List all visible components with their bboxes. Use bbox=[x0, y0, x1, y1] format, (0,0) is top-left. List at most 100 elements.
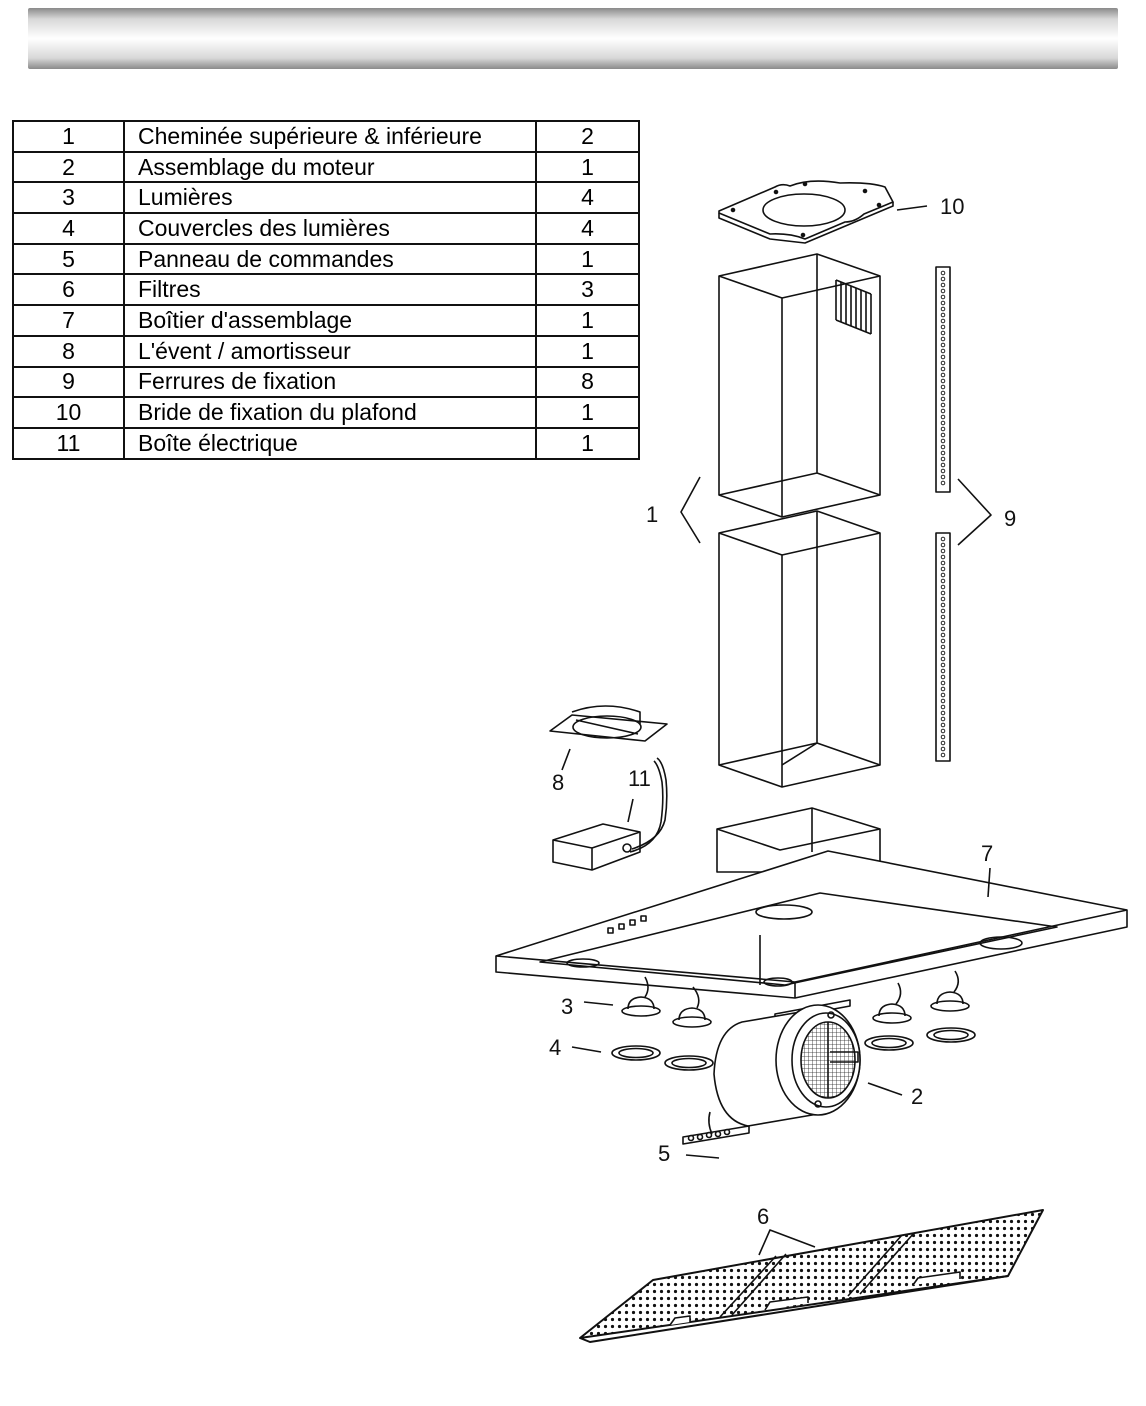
bracket-hole bbox=[940, 644, 946, 650]
part-number: 1 bbox=[12, 120, 125, 153]
bracket-hole bbox=[940, 602, 946, 608]
bracket-hole bbox=[940, 554, 946, 560]
callout-10: 10 bbox=[940, 194, 964, 219]
part-number: 5 bbox=[12, 242, 125, 276]
bracket-hole bbox=[940, 722, 946, 728]
part-number: 11 bbox=[12, 426, 125, 460]
callout-1: 1 bbox=[646, 502, 658, 527]
part-name: Boîte électrique bbox=[123, 426, 537, 460]
motor-assembly bbox=[713, 999, 861, 1127]
part-number: 8 bbox=[12, 334, 125, 368]
bracket-hole bbox=[940, 752, 946, 758]
callout-7: 7 bbox=[981, 841, 993, 866]
bracket-hole bbox=[940, 288, 946, 294]
part-number: 10 bbox=[12, 396, 125, 429]
bracket-hole bbox=[940, 468, 946, 474]
bracket-hole bbox=[940, 420, 946, 426]
bracket-hole bbox=[940, 360, 946, 366]
callout-labels: 10 1 9 8 11 7 3 4 2 5 6 bbox=[549, 194, 1016, 1229]
bracket-hole bbox=[940, 740, 946, 746]
bracket-hole bbox=[940, 438, 946, 444]
bracket-hole bbox=[940, 324, 946, 330]
bracket-hole bbox=[940, 432, 946, 438]
bracket-hole bbox=[940, 444, 946, 450]
bracket-hole bbox=[940, 626, 946, 632]
bracket-hole bbox=[940, 372, 946, 378]
bracket-hole bbox=[940, 662, 946, 668]
upper-chimney bbox=[718, 253, 881, 518]
part-name: Boîtier d'assemblage bbox=[123, 304, 537, 337]
part-number: 6 bbox=[12, 273, 125, 307]
lower-chimney bbox=[718, 510, 881, 788]
vent-damper bbox=[549, 705, 668, 742]
bracket-hole bbox=[940, 426, 946, 432]
light-fixtures bbox=[621, 970, 970, 1028]
bracket-hole bbox=[940, 396, 946, 402]
bracket-hole bbox=[940, 668, 946, 674]
bracket-hole bbox=[940, 282, 946, 288]
ceiling-flange bbox=[718, 180, 894, 244]
bracket-hole bbox=[940, 542, 946, 548]
bracket-hole bbox=[940, 674, 946, 680]
part-number: 4 bbox=[12, 212, 125, 245]
part-qty: 1 bbox=[535, 150, 640, 184]
bracket-hole bbox=[940, 294, 946, 300]
callout-11: 11 bbox=[628, 766, 651, 791]
callout-2: 2 bbox=[911, 1084, 923, 1109]
bracket-hole bbox=[940, 638, 946, 644]
bracket-hole bbox=[940, 704, 946, 710]
part-qty: 1 bbox=[535, 334, 640, 368]
bracket-hole bbox=[940, 548, 946, 554]
part-qty: 1 bbox=[535, 242, 640, 276]
bracket-hole bbox=[940, 698, 946, 704]
bracket-hole bbox=[940, 354, 946, 360]
bracket-hole bbox=[940, 566, 946, 572]
bracket-hole bbox=[940, 330, 946, 336]
bracket-hole bbox=[940, 590, 946, 596]
callout-5: 5 bbox=[658, 1141, 670, 1166]
part-number: 2 bbox=[12, 150, 125, 184]
leader-lines bbox=[561, 205, 992, 1256]
bracket-hole bbox=[940, 312, 946, 318]
bracket-hole bbox=[940, 734, 946, 740]
callout-4: 4 bbox=[549, 1035, 561, 1060]
part-qty: 3 bbox=[535, 273, 640, 307]
part-name: L'évent / amortisseur bbox=[123, 334, 537, 368]
bracket-hole bbox=[940, 584, 946, 590]
part-qty: 8 bbox=[535, 365, 640, 399]
part-qty: 1 bbox=[535, 396, 640, 429]
bracket-hole bbox=[940, 716, 946, 722]
part-name: Ferrures de fixation bbox=[123, 365, 537, 399]
callout-9: 9 bbox=[1004, 506, 1016, 531]
bracket-hole bbox=[940, 300, 946, 306]
bracket-hole bbox=[940, 366, 946, 372]
bracket-hole bbox=[940, 306, 946, 312]
bracket-hole bbox=[940, 480, 946, 486]
part-qty: 1 bbox=[535, 304, 640, 337]
bracket-hole bbox=[940, 456, 946, 462]
bracket-hole bbox=[940, 318, 946, 324]
bracket-hole bbox=[940, 536, 946, 542]
bracket-hole bbox=[940, 378, 946, 384]
hood-body bbox=[495, 807, 1128, 999]
part-qty: 1 bbox=[535, 426, 640, 460]
bracket-hole bbox=[940, 692, 946, 698]
part-name: Filtres bbox=[123, 273, 537, 307]
bracket-hole bbox=[940, 408, 946, 414]
bracket-hole bbox=[940, 276, 946, 282]
part-name: Lumières bbox=[123, 181, 537, 215]
bracket-hole bbox=[940, 348, 946, 354]
bracket-hole bbox=[940, 402, 946, 408]
part-qty: 4 bbox=[535, 212, 640, 245]
bracket-hole bbox=[940, 270, 946, 276]
bracket-hole bbox=[940, 342, 946, 348]
part-qty: 2 bbox=[535, 120, 640, 153]
mounting-bracket-lower bbox=[935, 532, 951, 762]
bracket-hole bbox=[940, 390, 946, 396]
